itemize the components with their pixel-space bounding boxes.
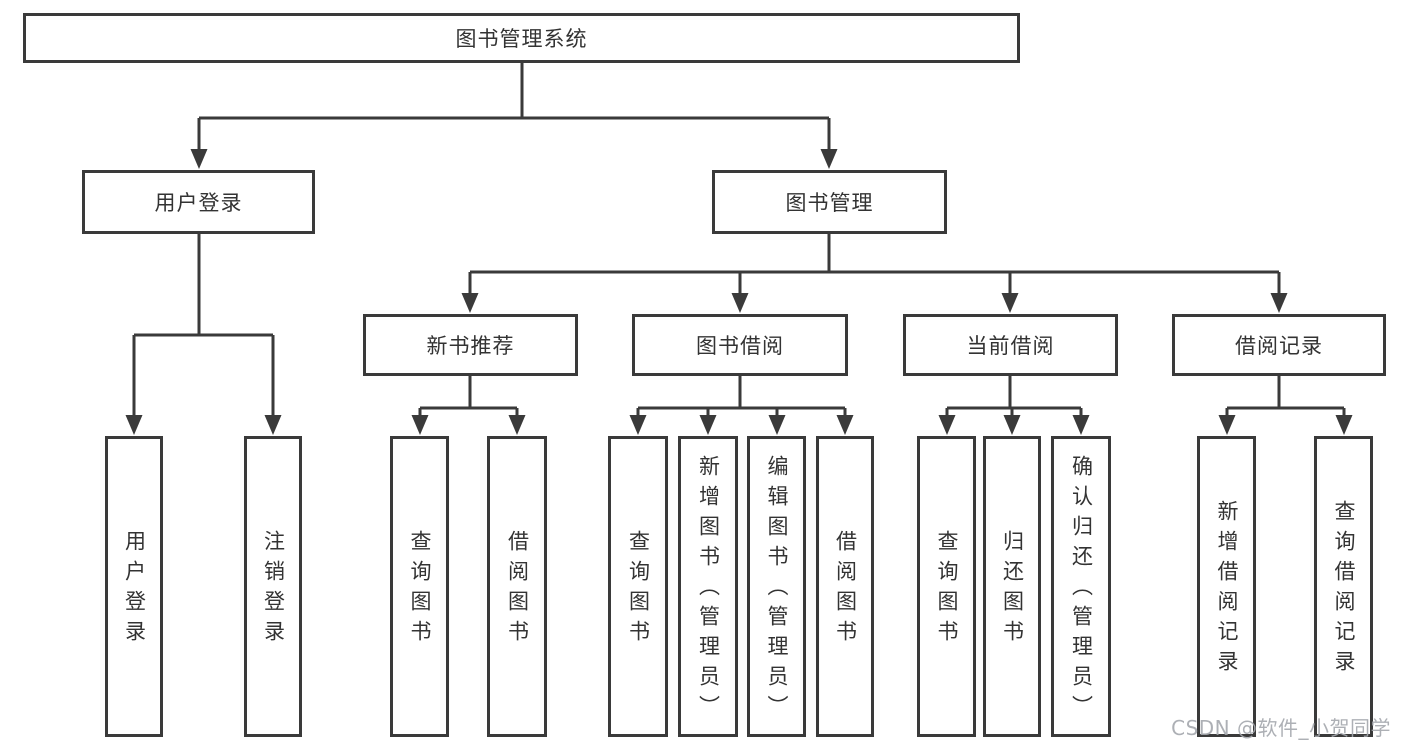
node-library-management-system: 图书管理系统 (23, 13, 1020, 63)
arrowhead-icon (411, 415, 429, 435)
leaf-borrowing-query-books: 查询图书 (608, 436, 668, 737)
leaf-newbook-query-books: 查询图书 (390, 436, 449, 737)
node-new-book-recommendation: 新书推荐 (363, 314, 578, 376)
tree-edges-path (132, 63, 1346, 421)
arrowhead-icon (1218, 415, 1236, 435)
arrowhead-icon (629, 415, 647, 435)
leaf-records-add-borrow-record: 新增借阅记录 (1197, 436, 1256, 737)
arrowhead-icon (820, 149, 838, 169)
leaf-current-return-books: 归还图书 (983, 436, 1041, 737)
arrowhead-icon (125, 415, 143, 435)
arrowhead-icon (461, 293, 479, 313)
leaf-records-query-borrow-record: 查询借阅记录 (1314, 436, 1373, 737)
leaf-borrowing-edit-books-admin: 编辑图书（管理员） (747, 436, 806, 737)
arrowhead-icon (836, 415, 854, 435)
arrowhead-icon (1072, 415, 1090, 435)
arrowhead-icon (1335, 415, 1353, 435)
node-current-borrowing: 当前借阅 (903, 314, 1118, 376)
leaf-logout: 注销登录 (244, 436, 302, 737)
arrowhead-icon (768, 415, 786, 435)
node-user-login: 用户登录 (82, 170, 315, 234)
leaf-current-query-books: 查询图书 (917, 436, 976, 737)
arrowhead-icon (1270, 293, 1288, 313)
arrowhead-icon (508, 415, 526, 435)
arrowheads (125, 149, 1353, 435)
leaf-borrowing-borrow-books: 借阅图书 (816, 436, 874, 737)
csdn-watermark: CSDN @软件_小贺同学 (1171, 716, 1391, 740)
leaf-borrowing-add-books-admin: 新增图书（管理员） (678, 436, 738, 737)
arrowhead-icon (1003, 415, 1021, 435)
leaf-user-login: 用户登录 (105, 436, 163, 737)
arrowhead-icon (190, 149, 208, 169)
arrowhead-icon (699, 415, 717, 435)
arrowhead-icon (938, 415, 956, 435)
arrowhead-icon (264, 415, 282, 435)
node-borrowing-records: 借阅记录 (1172, 314, 1386, 376)
arrowhead-icon (731, 293, 749, 313)
leaf-newbook-borrow-books: 借阅图书 (487, 436, 547, 737)
arrowhead-icon (1001, 293, 1019, 313)
node-book-borrowing: 图书借阅 (632, 314, 848, 376)
node-book-management: 图书管理 (712, 170, 947, 234)
leaf-current-confirm-return-admin: 确认归还（管理员） (1051, 436, 1111, 737)
